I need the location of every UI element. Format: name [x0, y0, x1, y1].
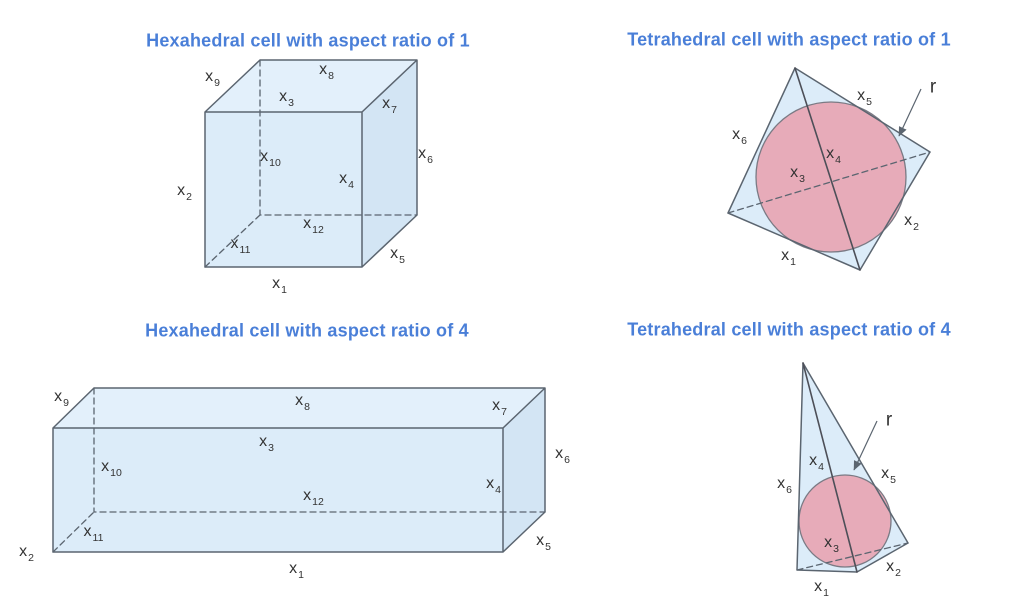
- tet1-hidden-edge: [727, 151, 931, 214]
- hex1-front-face: [205, 112, 362, 267]
- label-x6: x6: [732, 126, 747, 147]
- label-x2: x2: [904, 212, 919, 233]
- label-x5: x5: [536, 532, 551, 553]
- hex4-top-face: [53, 388, 545, 428]
- tetrahedron-ar1-shape: [727, 67, 931, 271]
- tet1-inscribed-sphere: [755, 101, 907, 253]
- label-x2: x2: [177, 182, 192, 203]
- label-x6: x6: [777, 475, 792, 496]
- label-x5: x5: [390, 245, 405, 266]
- label-x5: x5: [857, 87, 872, 108]
- title-hexahedron-ar1: Hexahedral cell with aspect ratio of 1: [146, 30, 470, 51]
- label-x6: x6: [418, 145, 433, 166]
- label-x1: x1: [289, 560, 304, 581]
- label-x4: x4: [486, 475, 501, 496]
- title-hexahedron-ar4: Hexahedral cell with aspect ratio of 4: [145, 320, 469, 341]
- label-x4: x4: [809, 452, 824, 473]
- hexahedron-ar4-shape: [52, 387, 546, 553]
- label-x3: x3: [824, 534, 839, 555]
- label-x10: x10: [101, 458, 122, 479]
- tet4-front-edge: [802, 362, 858, 573]
- label-x7: x7: [382, 95, 397, 116]
- label-x2: x2: [886, 558, 901, 579]
- label-x12: x12: [303, 215, 324, 236]
- label-x3: x3: [259, 433, 274, 454]
- hexahedron-ar1-shape: [204, 59, 418, 268]
- label-x1: x1: [781, 247, 796, 268]
- label-x12: x12: [303, 487, 324, 508]
- label-x7: x7: [492, 397, 507, 418]
- label-x8: x8: [319, 61, 334, 82]
- label-x10: x10: [260, 148, 281, 169]
- title-tetrahedron-ar1: Tetrahedral cell with aspect ratio of 1: [627, 29, 951, 50]
- label-x1: x1: [272, 275, 287, 296]
- label-x2: x2: [19, 543, 34, 564]
- hex4-hidden-edges: [52, 387, 546, 553]
- label-x3: x3: [790, 164, 805, 185]
- tet4-hidden-edge: [796, 542, 909, 571]
- tet1-radius-arrow: [898, 88, 922, 137]
- label-x9: x9: [54, 388, 69, 409]
- hex4-front-face: [53, 428, 503, 552]
- label-x4: x4: [826, 145, 841, 166]
- label-x3: x3: [279, 88, 294, 109]
- label-x9: x9: [205, 68, 220, 89]
- label-x5: x5: [881, 465, 896, 486]
- label-x11: x11: [83, 523, 104, 544]
- tetrahedron-ar4-shape: [796, 362, 909, 573]
- label-x1: x1: [814, 578, 829, 599]
- hex4-right-face: [503, 388, 545, 552]
- tet4-radius-arrow: [853, 420, 878, 471]
- label-x8: x8: [295, 392, 310, 413]
- label-x11: x11: [230, 235, 251, 256]
- hex1-visible-edges: [204, 59, 418, 268]
- title-tetrahedron-ar4: Tetrahedral cell with aspect ratio of 4: [627, 319, 951, 340]
- hex4-visible-edges: [52, 387, 546, 553]
- hex1-top-face: [205, 60, 417, 112]
- label-x6: x6: [555, 445, 570, 466]
- label-x4: x4: [339, 170, 354, 191]
- label-r: r: [929, 76, 937, 98]
- tet1-front-edge: [794, 67, 861, 271]
- label-r: r: [885, 409, 893, 431]
